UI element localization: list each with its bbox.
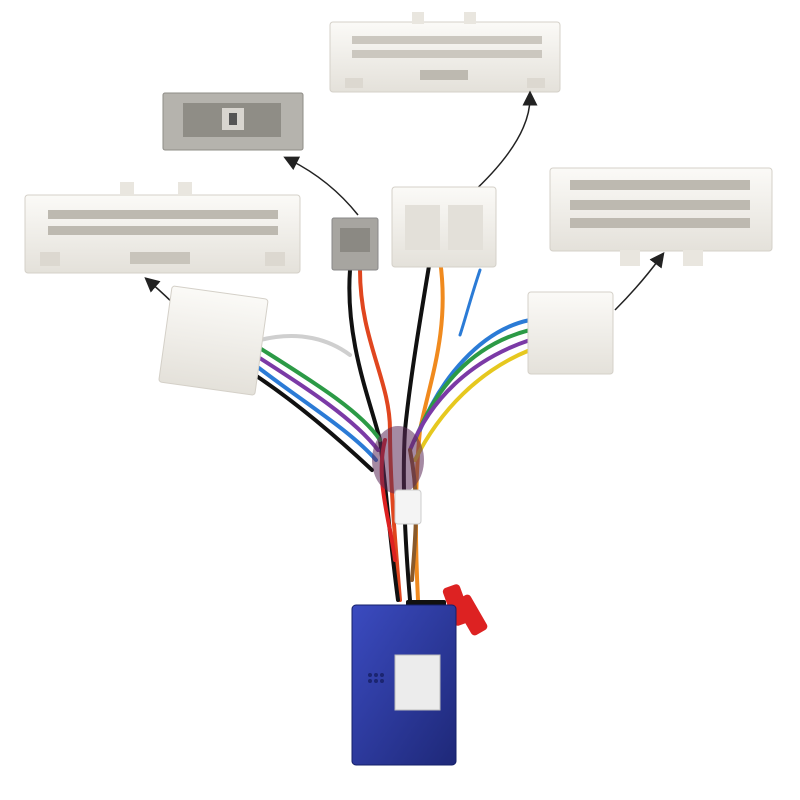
grey-connector — [162, 92, 304, 151]
center-white-plug — [391, 186, 497, 268]
bundle-label-tag — [394, 489, 422, 525]
left-white-plug — [158, 285, 269, 396]
small-grey-plug — [331, 217, 379, 271]
canbus-decoder-box — [351, 604, 457, 766]
left-large-white-connector — [24, 182, 301, 274]
top-white-connector — [329, 12, 561, 93]
right-white-connector — [549, 167, 773, 266]
bundle-core — [372, 426, 424, 494]
right-white-plug — [527, 291, 614, 375]
